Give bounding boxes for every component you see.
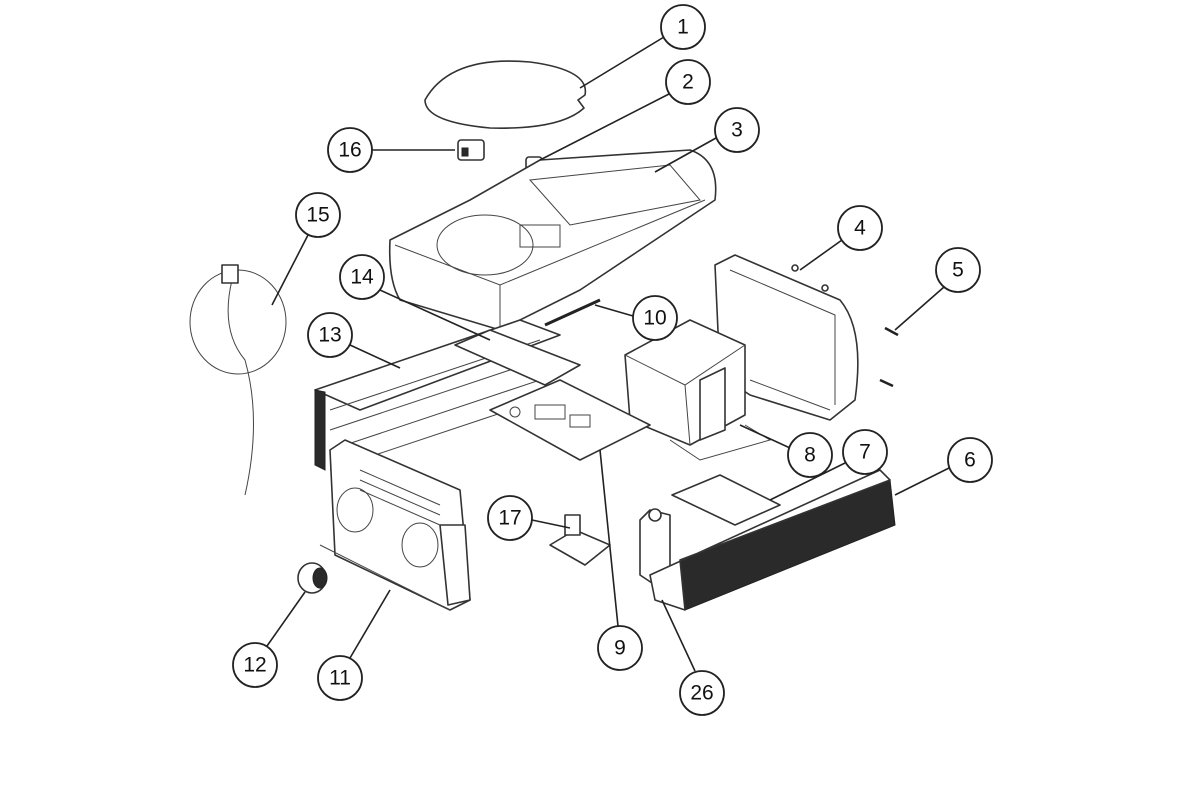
callout-13: 13 — [307, 312, 353, 358]
svg-text:11: 11 — [329, 667, 351, 690]
part-rod — [544, 298, 601, 327]
callout-10: 10 — [632, 295, 678, 341]
part-front-panel — [319, 439, 471, 611]
svg-text:7: 7 — [859, 441, 871, 464]
callout-6: 6 — [947, 437, 993, 483]
part-screws — [879, 326, 899, 388]
svg-text:13: 13 — [318, 324, 341, 347]
svg-text:2: 2 — [682, 71, 694, 94]
leader-lines — [266, 36, 950, 672]
part-mount-plate — [671, 474, 781, 526]
part-switch-small — [457, 139, 485, 161]
callout-14: 14 — [339, 254, 385, 300]
svg-text:5: 5 — [952, 259, 964, 282]
callout-2: 2 — [665, 59, 711, 105]
svg-text:9: 9 — [614, 637, 626, 660]
svg-text:4: 4 — [854, 217, 866, 240]
svg-text:14: 14 — [350, 266, 374, 289]
callout-8: 8 — [787, 432, 833, 478]
callout-5: 5 — [935, 247, 981, 293]
svg-text:10: 10 — [643, 307, 666, 330]
svg-text:3: 3 — [731, 119, 743, 142]
svg-text:16: 16 — [338, 139, 361, 162]
part-power-cord — [189, 264, 287, 496]
svg-text:17: 17 — [498, 507, 521, 530]
callout-1: 1 — [660, 4, 706, 50]
part-small-board — [549, 514, 611, 566]
svg-text:26: 26 — [690, 682, 713, 705]
svg-text:12: 12 — [243, 654, 266, 677]
part-heatsink-right — [649, 469, 896, 611]
svg-text:15: 15 — [306, 204, 329, 227]
part-rear-panel — [714, 254, 859, 421]
callout-9: 9 — [597, 625, 643, 671]
part-circuit-board — [489, 379, 651, 461]
svg-text:8: 8 — [804, 444, 816, 467]
svg-text:6: 6 — [964, 449, 976, 472]
part-cover-plate — [424, 60, 587, 129]
svg-text:1: 1 — [677, 16, 689, 39]
callout-11: 11 — [317, 655, 363, 701]
callout-3: 3 — [714, 107, 760, 153]
callout-26: 26 — [679, 670, 725, 716]
callout-4: 4 — [837, 205, 883, 251]
callout-7: 7 — [842, 429, 888, 475]
callout-15: 15 — [295, 192, 341, 238]
part-knob-front — [297, 562, 328, 594]
callout-16: 16 — [327, 127, 373, 173]
callout-12: 12 — [232, 642, 278, 688]
callout-17: 17 — [487, 495, 533, 541]
